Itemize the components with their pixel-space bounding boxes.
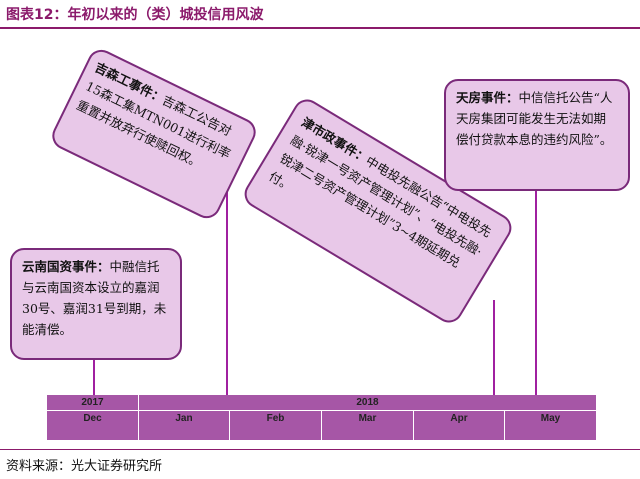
timeline-years: 2017 2018: [47, 395, 597, 411]
year-cell: 2018: [139, 395, 597, 411]
timeline-months: Dec Jan Feb Mar Apr May: [47, 411, 597, 441]
year-cell: 2017: [47, 395, 139, 411]
month-cell: Dec: [47, 411, 139, 441]
arrow-line-jisen: [226, 190, 228, 418]
arrow-line-tianjin: [493, 300, 495, 418]
event-bubble-jisen: 吉森工事件：吉森工公告对15森工集MTN001进行利率重置并放弃行使赎回权。: [47, 45, 261, 223]
title-divider: [0, 27, 640, 29]
arrow-line-yunnan: [93, 360, 95, 418]
source-note: 资料来源：光大证券研究所: [6, 459, 163, 474]
month-cell: May: [505, 411, 597, 441]
event-text-yunnan: 中融信托与云南国资本设立的嘉润30号、嘉润31号到期，未能清偿。: [22, 259, 167, 337]
month-cell: Apr: [414, 411, 505, 441]
month-cell: Mar: [322, 411, 414, 441]
timeline: 2017 2018 Dec Jan Feb Mar Apr May: [47, 395, 597, 441]
month-cell: Feb: [230, 411, 322, 441]
event-text-tianfang: 中信信托公告“人天房集团可能发生无法如期偿付贷款本息的违约风险”。: [456, 90, 613, 147]
event-label-tianfang: 天房事件：: [456, 90, 519, 105]
source-divider: [0, 449, 640, 450]
event-label-yunnan: 云南国资事件：: [22, 259, 110, 274]
event-bubble-yunnan: 云南国资事件：中融信托与云南国资本设立的嘉润30号、嘉润31号到期，未能清偿。: [10, 248, 182, 360]
month-cell: Jan: [139, 411, 230, 441]
arrow-line-tianfang: [535, 191, 537, 418]
figure-title: 图表12：年初以来的（类）城投信用风波: [6, 7, 264, 23]
event-bubble-tianfang: 天房事件：中信信托公告“人天房集团可能发生无法如期偿付贷款本息的违约风险”。: [444, 79, 630, 191]
